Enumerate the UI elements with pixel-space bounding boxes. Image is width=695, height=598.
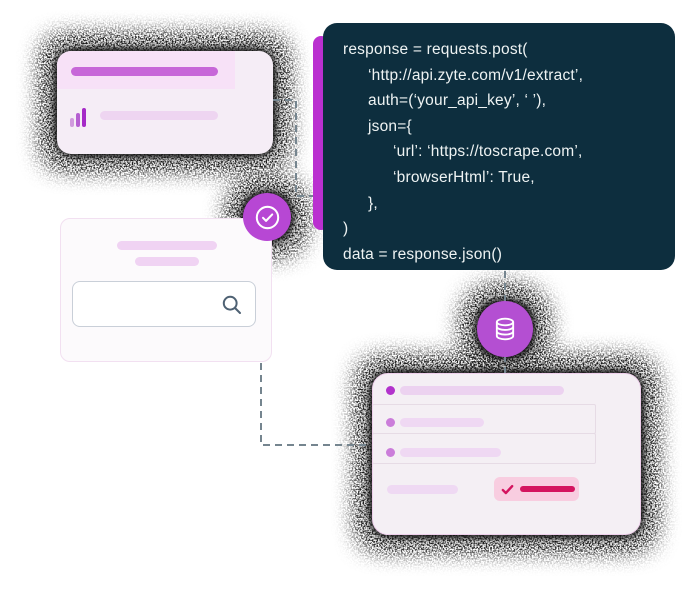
connector-dashboard-to-code [273, 99, 313, 197]
search-icon [222, 295, 241, 314]
text-placeholder-bar [400, 418, 484, 427]
checkmark-icon [501, 484, 514, 494]
check-circle-badge [243, 193, 291, 241]
bullet-dot [386, 418, 395, 427]
text-placeholder-bar [400, 448, 501, 457]
code-line: data = response.json() [343, 245, 503, 263]
title-placeholder-bar [71, 67, 218, 76]
text-placeholder-bar [117, 241, 217, 250]
text-placeholder-bar [100, 111, 218, 120]
bar-chart-icon [70, 108, 88, 127]
code-line: }, [368, 194, 378, 212]
bullet-dot [386, 448, 395, 457]
database-badge [477, 301, 533, 357]
code-line: json={ [368, 117, 412, 135]
code-snippet-block: response = requests.post( ‘http://api.zy… [323, 23, 675, 270]
check-circle-icon [255, 205, 279, 229]
code-line: auth=(‘your_api_key’, ‘ ’), [368, 92, 547, 110]
database-icon [495, 317, 515, 341]
text-placeholder-bar [135, 257, 199, 266]
text-placeholder-bar [400, 386, 564, 395]
search-input[interactable] [72, 281, 256, 327]
search-card [60, 218, 272, 362]
code-line: ) [343, 220, 349, 238]
code-line: response = requests.post( [343, 41, 528, 58]
results-card [372, 373, 641, 535]
code-line: ‘url’: ‘https://toscrape.com’, [393, 143, 583, 161]
code-line: ‘http://api.zyte.com/v1/extract’, [368, 66, 584, 84]
chip-placeholder-bar [520, 486, 575, 492]
code-line: ‘browserHtml’: True, [393, 168, 535, 186]
connector-search-to-results [260, 363, 371, 446]
text-placeholder-bar [387, 485, 458, 494]
dashboard-card [57, 51, 273, 154]
bullet-dot [386, 386, 395, 395]
selected-result-chip[interactable] [494, 477, 579, 501]
